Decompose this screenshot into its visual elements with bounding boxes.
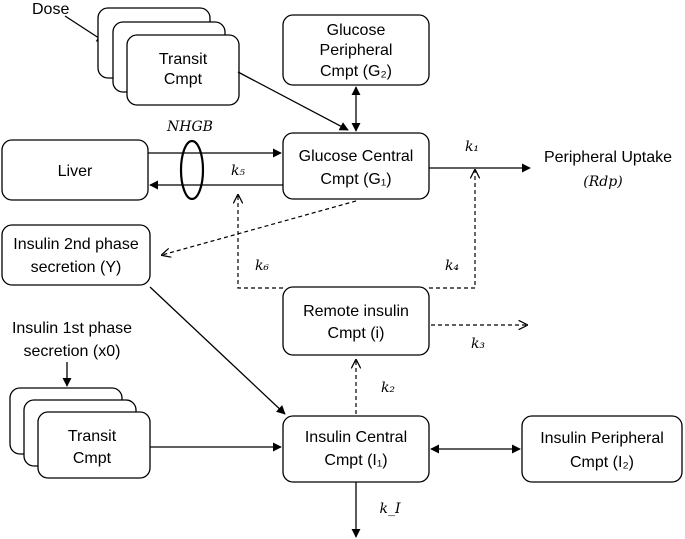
- glucose-peripheral-line1: Glucose: [327, 22, 386, 39]
- liver-compartment: Liver: [1, 139, 149, 201]
- insulin-2nd-to-central-arrow: [149, 286, 286, 415]
- glucose-central-compartment: Glucose Central Cmpt (G₁): [282, 132, 430, 200]
- peripheral-uptake-line1: Peripheral Uptake: [544, 149, 672, 166]
- insulin-1st-line1: Insulin 1st phase: [12, 320, 132, 337]
- glucose-peripheral-line3: Cmpt (G₂): [320, 63, 392, 80]
- k1-label: k₁: [465, 139, 479, 155]
- k3-label: k₃: [471, 336, 485, 352]
- insulin-central-line2: Cmpt (I₁): [324, 452, 387, 469]
- k5-label: k₅: [231, 163, 245, 179]
- k4-label: k₄: [445, 258, 459, 274]
- glucose-to-insulin-2nd-dashed-arrow: [162, 200, 357, 255]
- k6-dashed-arrow: [238, 195, 283, 289]
- insulin-peripheral-line1: Insulin Peripheral: [540, 430, 664, 447]
- k4-dashed-arrow: [429, 170, 475, 289]
- glucose-peripheral-compartment: Glucose Peripheral Cmpt (G₂): [282, 14, 430, 86]
- insulin-2nd-phase-compartment: Insulin 2nd phase secretion (Y): [1, 224, 151, 286]
- transit-top-line2: Cmpt: [164, 71, 203, 88]
- glucose-peripheral-line2: Peripheral: [320, 42, 393, 59]
- transit-compartment-bottom: Transit Cmpt: [9, 387, 151, 479]
- remote-insulin-line2: Cmpt (i): [328, 325, 385, 342]
- transit-to-glucose-central-arrow: [237, 71, 349, 131]
- nhgb-label: NHGB: [166, 119, 213, 135]
- glucose-central-line2: Cmpt (G₁): [320, 171, 391, 188]
- insulin-peripheral-line2: Cmpt (I₂): [570, 454, 634, 471]
- peripheral-uptake-line2: (Rdp): [583, 174, 622, 190]
- glucose-central-line1: Glucose Central: [299, 148, 414, 165]
- insulin-central-line1: Insulin Central: [305, 429, 407, 446]
- transit-bottom-line2: Cmpt: [73, 450, 112, 467]
- remote-insulin-line1: Remote insulin: [303, 303, 409, 320]
- nhgb-ellipse: [179, 139, 205, 201]
- liver-label: Liver: [58, 163, 93, 180]
- insulin-peripheral-compartment: Insulin Peripheral Cmpt (I₂): [521, 415, 683, 483]
- transit-bottom-line1: Transit: [68, 428, 117, 445]
- dose-label: Dose: [32, 1, 69, 18]
- insulin-1st-line2: secretion (x0): [24, 343, 121, 360]
- insulin-2nd-line1: Insulin 2nd phase: [13, 236, 139, 253]
- insulin-central-compartment: Insulin Central Cmpt (I₁): [282, 415, 430, 483]
- kI-label: k_I: [379, 501, 400, 517]
- insulin-2nd-line2: secretion (Y): [31, 259, 122, 276]
- k6-label: k₆: [255, 258, 269, 274]
- transit-top-line1: Transit: [159, 51, 208, 68]
- k2-label: k₂: [381, 380, 395, 396]
- remote-insulin-compartment: Remote insulin Cmpt (i): [282, 286, 430, 356]
- transit-compartment-top: Transit Cmpt: [97, 7, 240, 106]
